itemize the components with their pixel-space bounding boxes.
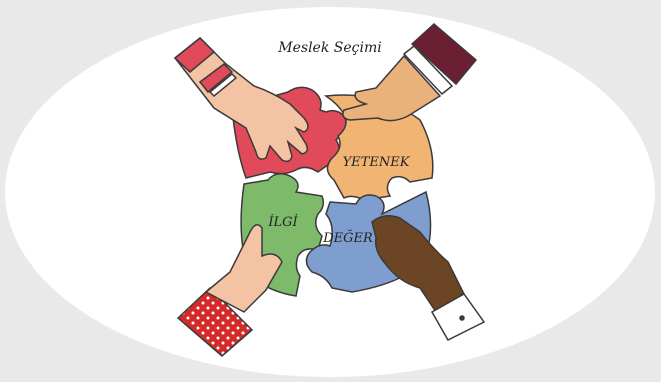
hand-top-left	[173, 36, 309, 163]
yetenek-label: YETENEK	[343, 155, 411, 170]
illustration-title: Meslek Seçimi	[277, 40, 381, 56]
hand-bottom-right	[371, 215, 486, 341]
hand-bottom-left	[176, 224, 283, 357]
hand-top-right	[342, 22, 478, 122]
ilgi-label: İLGİ	[267, 213, 298, 230]
deger-label: DEĞER	[322, 229, 373, 246]
white-oval-background	[5, 7, 655, 377]
orange-puzzle-piece	[323, 94, 434, 201]
